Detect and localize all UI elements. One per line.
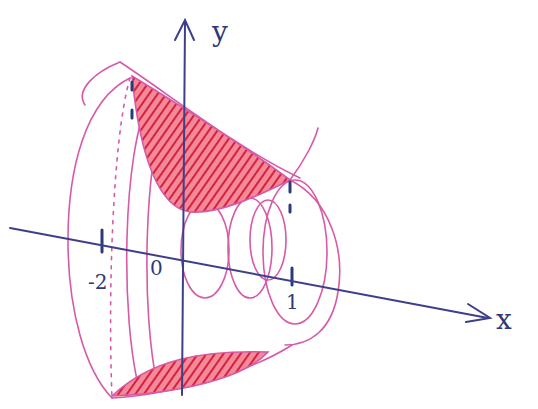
- axis-label: 0: [150, 258, 163, 278]
- axis-label: -2: [88, 272, 107, 292]
- axis-label: x: [496, 306, 512, 334]
- axis-label: y: [212, 18, 228, 46]
- axis-label: 1: [286, 292, 299, 312]
